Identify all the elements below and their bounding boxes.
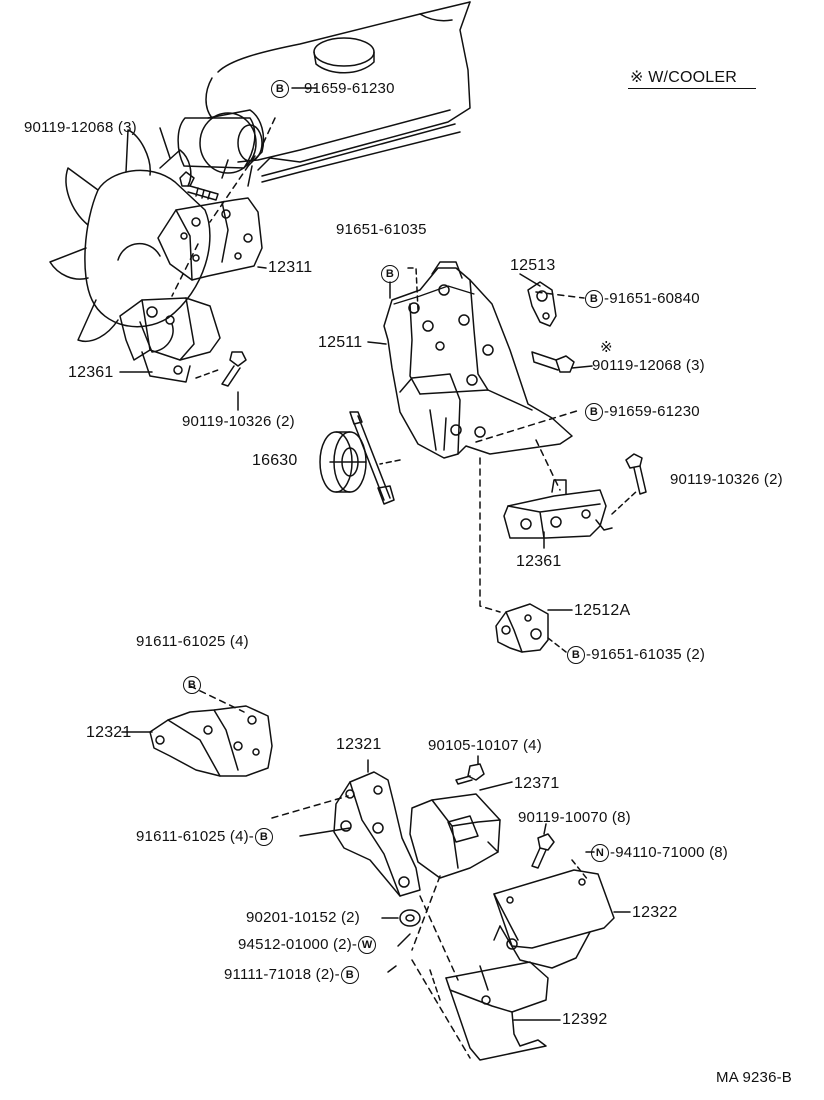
label-91611-61025-bottom: 91611-61025 (4)-B	[136, 828, 274, 846]
bracket-12511	[383, 261, 573, 459]
leader-lines-upper-left	[119, 87, 317, 411]
label-12392: 12392	[562, 1011, 608, 1028]
label-91651-61035: 91651-61035	[336, 221, 427, 238]
b-symbol-91651-61035: B	[380, 265, 400, 283]
label-12371: 12371	[514, 775, 560, 792]
label-91611-61025-top: 91611-61025 (4)	[136, 633, 249, 650]
bolt-90119-12068-right	[531, 351, 575, 373]
bracket-12361-left	[119, 297, 221, 383]
b-symbol: B	[585, 403, 603, 421]
label-90119-10326-left: 90119-10326 (2)	[182, 413, 295, 430]
cooler-note: ※ W/COOLER	[630, 69, 737, 86]
part-number: 91659-61230	[304, 79, 395, 97]
label-91659-61230-right: B-91659-61230	[584, 403, 700, 421]
label-90119-10070: 90119-10070 (8)	[518, 809, 631, 826]
pulley-16630	[319, 411, 395, 505]
label-12512A: 12512A	[574, 602, 631, 619]
part-number: -94110-71000 (8)	[610, 843, 728, 861]
bolt-90119-12068-left	[179, 171, 219, 201]
label-12322: 12322	[632, 904, 678, 921]
part-number: -91651-61035 (2)	[586, 645, 706, 663]
w-symbol: W	[358, 936, 377, 954]
label-12513: 12513	[510, 257, 556, 274]
label-90201-10152: 90201-10152 (2)	[246, 909, 360, 926]
part-number: 91111-71018 (2)-	[224, 965, 340, 983]
cooler-note-underline	[628, 88, 756, 89]
bracket-12371	[409, 781, 513, 879]
label-91659-61230-top: B 91659-61230	[270, 80, 395, 98]
label-90105-10107: 90105-10107 (4)	[428, 737, 542, 754]
label-90119-10326-right: 90119-10326 (2)	[670, 471, 783, 488]
label-12361-right: 12361	[516, 553, 562, 570]
bolt-90105-10107	[455, 755, 485, 785]
n-symbol: N	[591, 844, 609, 862]
bracket-12321-middle	[333, 759, 421, 897]
alternator	[177, 109, 265, 174]
bracket-12361-right	[503, 479, 613, 539]
part-number: -91659-61230	[604, 402, 700, 420]
bracket-12392	[445, 961, 561, 1061]
b-symbol-91611-top: B	[182, 676, 202, 694]
b-symbol: B	[381, 265, 399, 283]
part-number: 91611-61025 (4)-	[136, 827, 254, 845]
part-number: 94512-01000 (2)-	[238, 935, 358, 953]
part-12513	[527, 281, 557, 327]
bolt-90119-10326-right	[625, 453, 647, 495]
b-symbol: B	[271, 80, 289, 98]
label-94110-71000: N-94110-71000 (8)	[590, 844, 728, 862]
label-12311: 12311	[268, 259, 313, 276]
label-12321-middle: 12321	[336, 736, 382, 753]
b-symbol: B	[340, 966, 359, 984]
asterisk-mark: ※	[600, 339, 613, 356]
figure-code: MA 9236-B	[716, 1069, 793, 1086]
label-16630: 16630	[252, 452, 298, 469]
b-symbol: B	[567, 646, 585, 664]
leader-lines-middle	[329, 267, 639, 653]
bolt-90119-10070	[531, 823, 555, 869]
label-91651-60840: B-91651-60840	[584, 290, 700, 308]
fan	[49, 129, 211, 353]
label-12361-left: 12361	[68, 364, 114, 381]
bracket-12322	[493, 851, 631, 969]
b-symbol: B	[255, 828, 273, 846]
label-94512-01000: 94512-01000 (2)-W	[238, 936, 377, 954]
b-symbol: B	[183, 676, 201, 694]
label-12321-left: 12321	[86, 724, 132, 741]
bracket-12512A	[495, 603, 549, 653]
bracket-12321-left	[121, 685, 273, 777]
label-91111-71018: 91111-71018 (2)-B	[224, 966, 360, 984]
label-91651-61035-2: B-91651-61035 (2)	[566, 646, 705, 664]
washers	[381, 909, 421, 927]
part-number: -91651-60840	[604, 289, 700, 307]
label-90119-12068-left: 90119-12068 (3)	[24, 119, 137, 136]
label-12511: 12511	[318, 334, 363, 351]
bracket-12311	[157, 197, 263, 281]
label-90119-12068-right: 90119-12068 (3)	[592, 357, 705, 374]
bolt-90119-10326-left	[221, 351, 247, 387]
b-symbol: B	[585, 290, 603, 308]
leader-lines-lower	[271, 795, 471, 1059]
